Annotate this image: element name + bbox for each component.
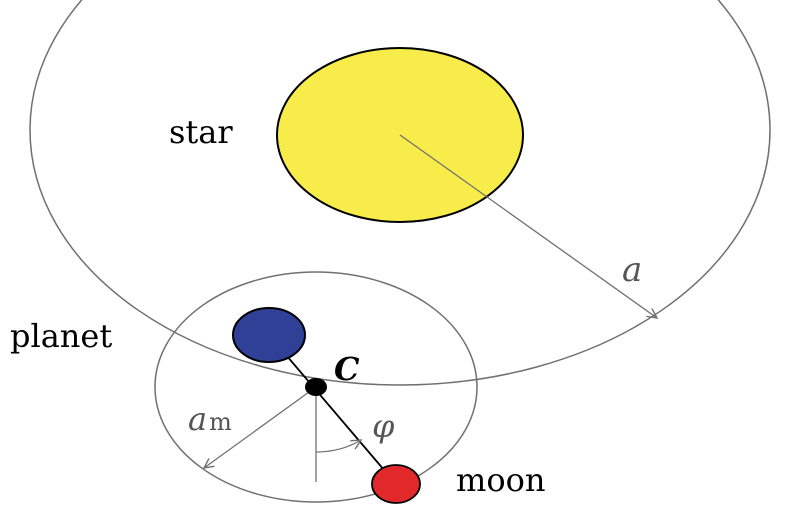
moon-axis-label: am	[188, 400, 232, 438]
barycenter-label: C	[334, 350, 360, 388]
moon-body	[371, 464, 421, 504]
star-label: star	[169, 113, 233, 151]
angle-label: φ	[372, 407, 395, 445]
barycenter-point	[305, 378, 327, 396]
planet-moon-line	[268, 334, 397, 485]
semi-major-axis-label: a	[622, 250, 642, 290]
moon-axis-label-base: a	[188, 400, 207, 438]
moon-orbit	[154, 271, 478, 503]
moon-label: moon	[456, 461, 545, 499]
planet-body	[232, 307, 306, 363]
moon-axis-label-sub: m	[209, 408, 232, 436]
angle-arc	[315, 440, 361, 453]
planet-orbit	[29, 0, 771, 386]
planet-label: planet	[10, 317, 112, 355]
moon-axis-arrow	[204, 386, 317, 468]
semi-major-axis-arrow	[399, 134, 657, 318]
